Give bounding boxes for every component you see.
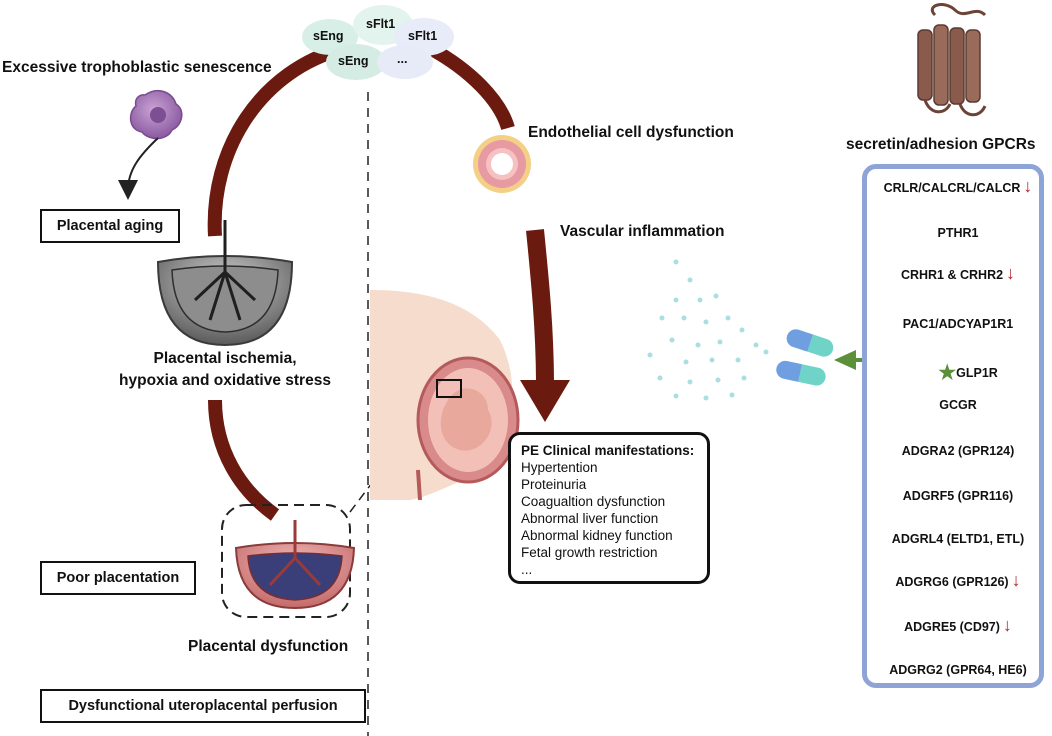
- placenta-zoom-box: [436, 379, 462, 398]
- left-lower-arc: [208, 399, 280, 521]
- gpcr-receptor-icon: [917, 3, 987, 117]
- uteroplacental-perfusion-box: Dysfunctional uteroplacental perfusion: [40, 689, 366, 723]
- senescence-arrow: [118, 137, 159, 200]
- clinical-manifestations-box: PE Clinical manifestations: Hypertention…: [508, 432, 710, 584]
- ischemia-label-line2: hypoxia and oxidative stress: [119, 372, 331, 389]
- manifestation-item: Abnormal kidney function: [521, 528, 673, 543]
- aged-placenta-icon: [156, 220, 294, 347]
- gpcr-label: ADGRL4 (ELTD1, ETL): [891, 532, 1025, 546]
- right-arc-arrowhead: [520, 380, 570, 422]
- bubble-label-sflt1-1: sFlt1: [366, 17, 396, 31]
- gpcr-label: ADGRE5 (CD97): [904, 620, 1000, 634]
- bubble-5: [377, 45, 433, 79]
- star-icon: ★: [938, 362, 957, 384]
- gpcr-item-glp1r: ★GLP1R: [867, 358, 1049, 384]
- down-arrow-icon: ↓: [1002, 615, 1012, 635]
- endothelial-dysfunction-label: Endothelial cell dysfunction: [528, 124, 734, 141]
- down-arrow-icon: ↓: [1011, 570, 1021, 590]
- gpcr-label: GLP1R: [956, 366, 998, 380]
- bubble-label-seng-1: sEng: [313, 29, 344, 43]
- ischemia-label-line1: Placental ischemia,: [153, 350, 297, 367]
- cell-nucleus-icon: [150, 107, 166, 123]
- gpcr-label: PAC1/ADCYAP1R1: [902, 317, 1014, 331]
- placental-dysfunction-label: Placental dysfunction: [188, 638, 349, 655]
- gpcr-label: CRHR1 & CRHR2: [900, 268, 1004, 282]
- gpcr-item-crlr: CRLR/CALCRL/CALCR↓: [867, 177, 1049, 195]
- drug-target-arrowhead: [834, 350, 856, 370]
- gpcr-label: PTHR1: [937, 226, 979, 240]
- pill-capsule-1-icon: [786, 329, 834, 357]
- pill-capsule-2-icon: [776, 360, 826, 386]
- pregnancy-illustration: [370, 290, 520, 501]
- gpcr-label: ADGRF5 (GPR116): [902, 489, 1014, 503]
- gpcr-label: CRLR/CALCRL/CALCR: [883, 181, 1021, 195]
- gpcr-item-adgrl4: ADGRL4 (ELTD1, ETL): [867, 532, 1049, 546]
- gpcr-item-pac1: PAC1/ADCYAP1R1: [867, 317, 1049, 331]
- gpcr-item-gcgr: GCGR: [867, 398, 1049, 412]
- gpcr-item-adgrg6: ADGRG6 (GPR126)↓: [867, 571, 1049, 589]
- left-upper-arc: [207, 41, 347, 237]
- gpcr-item-crhr: CRHR1 & CRHR2↓: [867, 264, 1049, 282]
- down-arrow-icon: ↓: [1006, 263, 1016, 283]
- gpcr-list-panel: CRLR/CALCRL/CALCR↓ PTHR1 CRHR1 & CRHR2↓ …: [862, 164, 1044, 688]
- manifestation-item: Coagualtion dysfunction: [521, 494, 666, 509]
- gpcr-label: GCGR: [939, 398, 977, 412]
- placental-aging-box: Placental aging: [40, 209, 180, 243]
- manifestation-item: Proteinuria: [521, 477, 587, 492]
- right-lower-arc: [526, 229, 554, 386]
- manifestation-item: Hypertention: [521, 460, 598, 475]
- gpcr-label: ADGRG2 (GPR64, HE6): [889, 663, 1027, 677]
- gpcr-label: ADGRG6 (GPR126): [895, 575, 1009, 589]
- manifestation-item: ...: [521, 562, 533, 577]
- blood-vessel-icon: [473, 135, 531, 193]
- bubble-label-sflt1-2: sFlt1: [408, 29, 438, 43]
- dysfunctional-placenta-icon: [234, 520, 356, 610]
- right-upper-arc: [426, 41, 515, 131]
- manifestation-item: Abnormal liver function: [521, 511, 659, 526]
- bubble-4: [326, 44, 386, 80]
- manifestations-heading: PE Clinical manifestations:: [521, 443, 695, 458]
- gpcr-item-adgrf5: ADGRF5 (GPR116): [867, 489, 1049, 503]
- drug-spray-dots: [647, 259, 769, 401]
- gpcr-panel-title: secretin/adhesion GPCRs: [846, 136, 1036, 153]
- manifestation-item: Fetal growth restriction: [521, 545, 658, 560]
- bubble-label-ellipsis: ...: [397, 52, 408, 66]
- gpcr-label: ADGRA2 (GPR124): [901, 444, 1015, 458]
- poor-placentation-box: Poor placentation: [40, 561, 196, 595]
- vascular-inflammation-label: Vascular inflammation: [560, 223, 725, 240]
- down-arrow-icon: ↓: [1023, 176, 1033, 196]
- gpcr-item-adgrg2: ADGRG2 (GPR64, HE6): [867, 663, 1049, 677]
- senescence-label: Excessive trophoblastic senescence: [2, 59, 272, 76]
- gpcr-item-pthr1: PTHR1: [867, 226, 1049, 240]
- gpcr-item-adgra2: ADGRA2 (GPR124): [867, 444, 1049, 458]
- gpcr-item-adgre5: ADGRE5 (CD97)↓: [867, 616, 1049, 634]
- bubble-label-seng-2: sEng: [338, 54, 369, 68]
